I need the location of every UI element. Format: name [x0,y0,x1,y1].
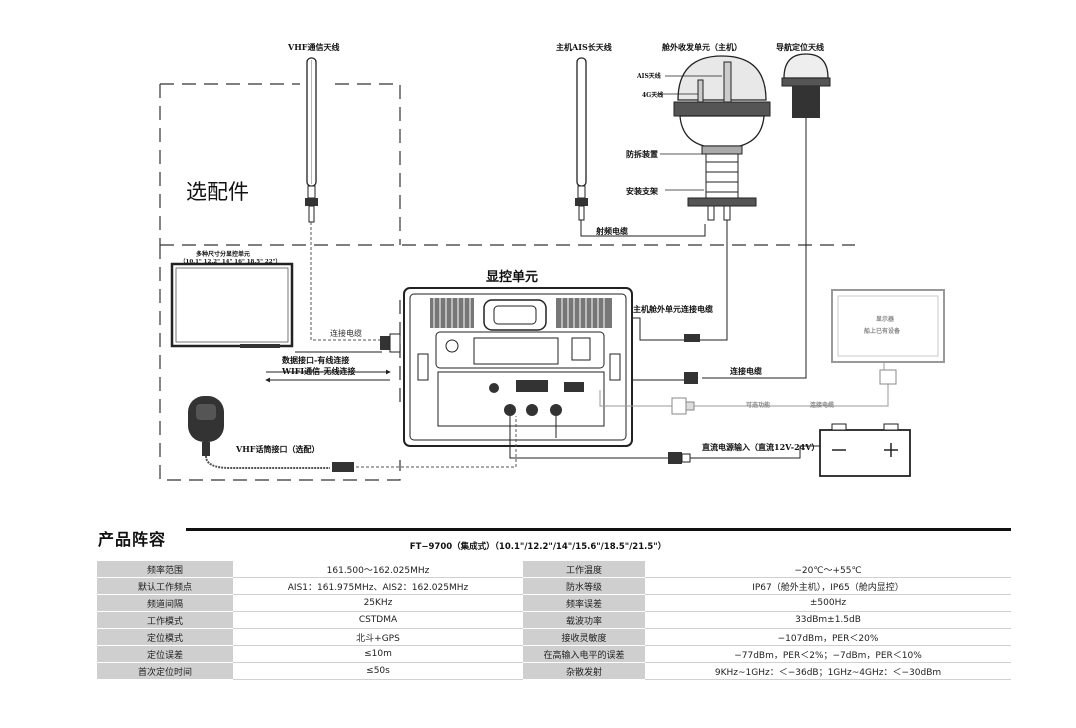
4g-antenna-label: 4G天线 [642,92,664,99]
db9-adapter-icon [671,397,695,415]
outdoor-transceiver-unit-icon [673,55,771,221]
optional-accessories-label: 选配件 [186,180,249,204]
spec-value: −77dBm，PER＜2%；−7dBm，PER＜10% [645,645,1011,663]
ais-small-antenna-label: AIS天线 [637,73,661,80]
spec-value: −20℃～+55℃ [645,561,1011,578]
spec-key: 工作模式 [97,611,233,629]
external-display-label-1: 显示器 [876,316,895,323]
spec-value: CSTDMA [233,611,523,629]
spec-value: ≤50s [233,662,523,680]
table-row: 频道间隔 25KHz 频率误差 ±500Hz [97,594,1011,612]
mount-bracket-label: 安装支架 [626,186,658,196]
table-row: 首次定位时间 ≤50s 杂散发射 9KHz~1GHz：＜−36dB；1GHz~4… [97,662,1011,680]
nav-positioning-antenna-icon [781,53,831,118]
spec-value: 北斗+GPS [233,628,523,646]
ais-long-antenna-icon [575,57,588,221]
section-title: 产品阵容 [98,530,167,549]
vhf-antenna-icon [305,57,318,223]
optional-function-label: 可选功能 [746,402,771,409]
spec-key: 接收灵敏度 [523,628,645,646]
battery-icon [819,423,911,477]
spec-key: 在高输入电平的误差 [523,645,645,663]
spec-key: 频道间隔 [97,594,233,612]
table-row: 默认工作频点 AIS1：161.975MHz、AIS2：162.025MHz 防… [97,577,1011,595]
section-title-rule [186,528,1011,531]
ais-long-antenna-label: 主机AIS长天线 [556,42,612,52]
connect-cable-label-2: 连接电缆 [730,366,762,376]
system-connection-diagram [159,53,945,481]
spec-key: 载波功率 [523,611,645,629]
spec-key: 定位模式 [97,628,233,646]
spec-key: 默认工作频点 [97,577,233,595]
connect-cable-label-3: 连接电缆 [810,402,835,409]
monitor-sizes-label: （10.1" 12.2" 14" 16" 18.5" 22"） [180,259,281,265]
wifi-wireless-label: WIFI通信-无线连接 [282,366,356,376]
table-row: 定位模式 北斗+GPS 接收灵敏度 −107dBm，PER＜20% [97,628,1011,646]
spec-value: 33dBm±1.5dB [645,611,1011,629]
display-control-unit-icon [403,287,633,447]
spec-key: 定位误差 [97,645,233,663]
vhf-antenna-label: VHF通信天线 [288,42,340,52]
spec-value: 25KHz [233,594,523,612]
rf-cable-label: 射频电缆 [596,226,628,236]
spec-key: 杂散发射 [523,662,645,680]
outdoor-unit-label: 舱外收发单元（主机） [662,42,742,52]
spec-table: 频率范围 161.500～162.025MHz 工作温度 −20℃～+55℃ 默… [97,561,1011,680]
spec-value: AIS1：161.975MHz、AIS2：162.025MHz [233,577,523,595]
spec-key: 防水等级 [523,577,645,595]
external-display-icon [831,289,945,363]
spec-value: IP67（舱外主机），IP65（舱内显控） [645,577,1011,595]
handset-port-label: VHF话筒接口（选配） [236,444,320,454]
spec-key: 工作温度 [523,561,645,578]
spec-key: 首次定位时间 [97,662,233,680]
optional-zone-frame [159,83,855,481]
spec-value: 161.500～162.025MHz [233,561,523,578]
spec-value: −107dBm，PER＜20% [645,628,1011,646]
sub-display-monitor-icon [170,262,294,348]
table-row: 工作模式 CSTDMA 载波功率 33dBm±1.5dB [97,611,1011,629]
external-display-label-2: 船上已有设备 [864,328,901,335]
connector-plug-icon [380,333,401,353]
table-row: 频率范围 161.500～162.025MHz 工作温度 −20℃～+55℃ [97,561,1011,578]
model-line: FT−9700（集成式）（10.1"/12.2"/14"/15.6"/18.5"… [409,542,667,552]
spec-key: 频率范围 [97,561,233,578]
power-input-label: 直流电源输入（直流12V-24V） [702,442,820,452]
connect-cable-label-1: 连接电缆 [330,329,362,338]
nav-antenna-label: 导航定位天线 [776,42,824,52]
anti-theft-label: 防拆装置 [626,149,658,159]
monitor-title-label: 多种尺寸分显控单元 [196,251,251,258]
table-row: 定位误差 ≤10m 在高输入电平的误差 −77dBm，PER＜2%；−7dBm，… [97,645,1011,663]
spec-value: ≤10m [233,645,523,663]
host-outdoor-cable-label: 主机舱外单元连接电缆 [633,304,713,314]
data-wired-label: 数据接口-有线连接 [282,355,350,365]
spec-key: 频率误差 [523,594,645,612]
vhf-handset-microphone-icon [188,396,224,456]
display-unit-label: 显控单元 [486,270,539,285]
spec-value: ±500Hz [645,594,1011,612]
spec-value: 9KHz~1GHz：＜−36dB；1GHz~4GHz：＜−30dBm [645,662,1011,680]
